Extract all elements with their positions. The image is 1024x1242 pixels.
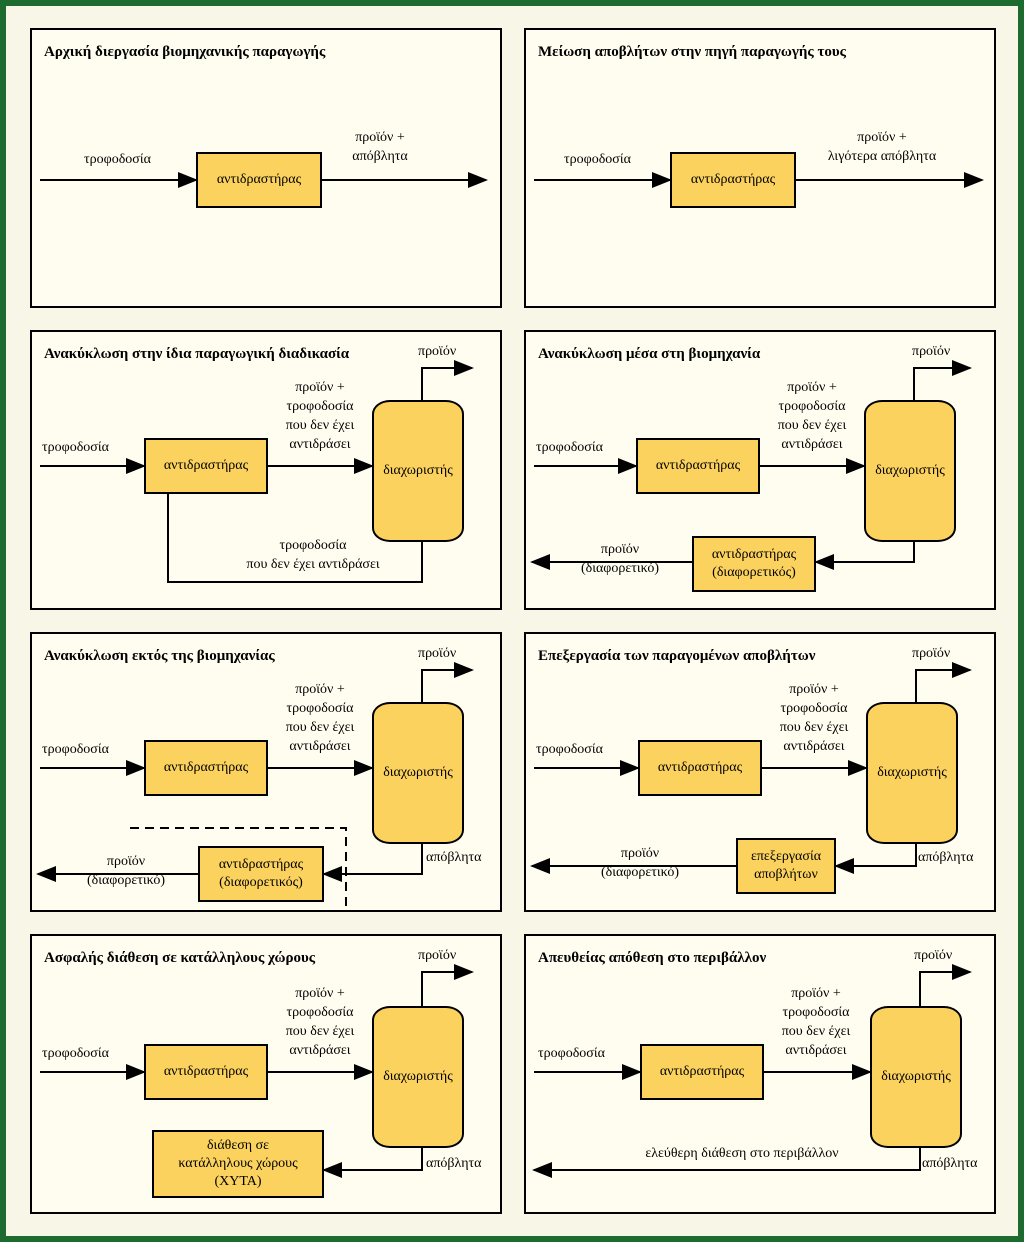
panel-title: Απευθείας απόθεση στο περιβάλλον	[538, 950, 767, 966]
arrow-product	[421, 662, 474, 702]
reactor2-box: αντιδραστήρας (διαφορετικός)	[198, 846, 324, 902]
product-label: προϊόν	[418, 948, 457, 963]
flow-arrows	[532, 964, 972, 1178]
panel-title: Ασφαλής διάθεση σε κατάλληλους χώρους	[44, 950, 316, 966]
intermediate-label: προϊόν + τροφοδοσία που δεν έχει αντιδρά…	[285, 380, 355, 452]
product-label: προϊόν	[914, 948, 953, 963]
separator-vessel: διαχωριστής	[866, 702, 958, 844]
intermediate-label: προϊόν + τροφοδοσία που δεν έχει αντιδρά…	[285, 682, 355, 754]
waste-label: απόβλητα	[922, 1156, 978, 1171]
flow-arrows	[36, 662, 474, 912]
arrow-product	[913, 360, 972, 400]
output-label: προϊόν + λιγότερα απόβλητα	[827, 130, 937, 164]
reactor-box: αντιδραστήρας	[636, 438, 760, 494]
panel-title: Ανακύκλωση μέσα στη βιομηχανία	[538, 346, 761, 362]
arrow-free-discharge	[532, 1148, 921, 1178]
product-label: προϊόν	[418, 646, 457, 661]
product-label: προϊόν	[418, 344, 457, 359]
panel-safe-disposal: Ασφαλής διάθεση σε κατάλληλους χώρους τρ…	[30, 934, 502, 1214]
feed-label: τροφοδοσία	[42, 742, 109, 757]
diagram-frame: Αρχική διεργασία βιομηχανικής παραγωγής …	[6, 6, 1018, 1236]
feed-label: τροφοδοσία	[536, 440, 603, 455]
separator-vessel: διαχωριστής	[864, 400, 956, 542]
product-label: προϊόν	[912, 344, 951, 359]
disposal-box: διάθεση σε κατάλληλους χώρους (ΧΥΤΑ)	[152, 1130, 324, 1198]
panel-recycle-same-process: Ανακύκλωση στην ίδια παραγωγική διαδικασ…	[30, 330, 502, 610]
reactor-box: αντιδραστήρας	[670, 152, 796, 208]
intermediate-label: προϊόν + τροφοδοσία που δεν έχει αντιδρά…	[777, 380, 847, 452]
panel-waste-treatment: Επεξεργασία των παραγομένων αποβλήτων τρ…	[524, 632, 996, 912]
flow-arrows	[534, 172, 984, 188]
separator-vessel: διαχωριστής	[870, 1006, 962, 1148]
recycle-label: τροφοδοσία που δεν έχει αντιδράσει	[246, 538, 380, 572]
panel-recycle-outside-industry: Ανακύκλωση εκτός της βιομηχανίας τροφοδο…	[30, 632, 502, 912]
panel-recycle-within-industry: Ανακύκλωση μέσα στη βιομηχανία τροφοδοσί…	[524, 330, 996, 610]
waste-label: απόβλητα	[426, 1156, 482, 1171]
intermediate-label: προϊόν + τροφοδοσία που δεν έχει αντιδρά…	[781, 986, 851, 1058]
intermediate-label: προϊόν + τροφοδοσία που δεν έχει αντιδρά…	[285, 986, 355, 1058]
reactor-box: αντιδραστήρας	[144, 438, 268, 494]
arrow-to-reactor2	[322, 844, 423, 882]
arrow-to-disposal	[322, 1148, 423, 1178]
panel-title: Αρχική διεργασία βιομηχανικής παραγωγής	[44, 44, 326, 60]
arrow-product	[919, 964, 972, 1006]
out2-label: προϊόν (διαφορετικό)	[580, 542, 660, 576]
flow-arrows	[530, 662, 972, 874]
reactor-box: αντιδραστήρας	[144, 1044, 268, 1100]
reactor2-box: αντιδραστήρας (διαφορετικός)	[692, 536, 816, 592]
panel-direct-discharge: Απευθείας απόθεση στο περιβάλλον τροφοδο…	[524, 934, 996, 1214]
flow-arrows	[40, 360, 474, 583]
arrow-to-reactor2	[814, 542, 915, 570]
feed-label: τροφοδοσία	[536, 742, 603, 757]
flow-arrows	[530, 360, 972, 570]
out2-label: προϊόν (διαφορετικό)	[86, 854, 166, 888]
output-label: προϊόν + απόβλητα	[352, 130, 408, 164]
flow-arrows	[40, 964, 474, 1178]
panel-title: Ανακύκλωση εκτός της βιομηχανίας	[44, 648, 275, 664]
arrow-product	[421, 360, 474, 400]
arrow-product	[915, 662, 972, 702]
industry-boundary	[130, 827, 347, 912]
waste-label: απόβλητα	[426, 850, 482, 865]
intermediate-label: προϊόν + τροφοδοσία που δεν έχει αντιδρά…	[779, 682, 849, 754]
separator-vessel: διαχωριστής	[372, 400, 464, 542]
arrow-product	[421, 964, 474, 1006]
reactor-box: αντιδραστήρας	[638, 740, 762, 796]
free-discharge-label: ελεύθερη διάθεση στο περιβάλλον	[645, 1146, 839, 1161]
panel-initial-process: Αρχική διεργασία βιομηχανικής παραγωγής …	[30, 28, 502, 308]
out2-label: προϊόν (διαφορετικό)	[600, 846, 680, 880]
feed-label: τροφοδοσία	[84, 152, 151, 167]
feed-label: τροφοδοσία	[564, 152, 631, 167]
feed-label: τροφοδοσία	[538, 1046, 605, 1061]
flow-arrows	[40, 172, 488, 188]
feed-label: τροφοδοσία	[42, 1046, 109, 1061]
treatment-box: επεξεργασία αποβλήτων	[736, 838, 836, 894]
feed-label: τροφοδοσία	[42, 440, 109, 455]
reactor-box: αντιδραστήρας	[640, 1044, 764, 1100]
panel-title: Μείωση αποβλήτων στην πηγή παραγωγής του…	[538, 44, 846, 60]
product-label: προϊόν	[912, 646, 951, 661]
separator-vessel: διαχωριστής	[372, 702, 464, 844]
reactor-box: αντιδραστήρας	[144, 740, 268, 796]
panel-title: Επεξεργασία των παραγομένων αποβλήτων	[538, 648, 816, 664]
panel-source-reduction: Μείωση αποβλήτων στην πηγή παραγωγής του…	[524, 28, 996, 308]
arrow-to-treatment	[834, 844, 917, 874]
separator-vessel: διαχωριστής	[372, 1006, 464, 1148]
panel-title: Ανακύκλωση στην ίδια παραγωγική διαδικασ…	[44, 346, 350, 362]
reactor-box: αντιδραστήρας	[196, 152, 322, 208]
recycle-line	[167, 494, 423, 583]
waste-label: απόβλητα	[918, 850, 974, 865]
